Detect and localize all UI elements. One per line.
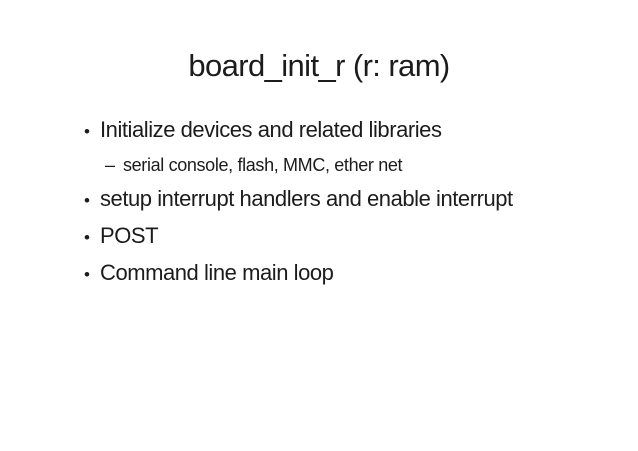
bullet-text: POST [100, 223, 159, 248]
bullet-list: • Initialize devices and related librari… [84, 112, 626, 292]
bullet-item: • setup interrupt handlers and enable in… [84, 181, 626, 218]
bullet-marker: • [84, 191, 90, 210]
bullet-marker: • [84, 228, 90, 247]
slide-title: board_init_r (r: ram) [188, 48, 450, 83]
bullet-marker: • [84, 265, 90, 284]
bullet-text: setup interrupt handlers and enable inte… [100, 186, 513, 211]
bullet-text: Initialize devices and related libraries [100, 117, 442, 142]
bullet-item: • POST [84, 218, 626, 255]
sub-bullet-item: – serial console, flash, MMC, ether net [105, 149, 626, 181]
bullet-marker: • [84, 122, 90, 141]
bullet-text: Command line main loop [100, 260, 334, 285]
sub-bullet-text: serial console, flash, MMC, ether net [123, 155, 403, 175]
bullet-item: • Command line main loop [84, 255, 626, 292]
bullet-item: • Initialize devices and related librari… [84, 112, 626, 149]
sub-bullet-marker: – [105, 155, 115, 175]
